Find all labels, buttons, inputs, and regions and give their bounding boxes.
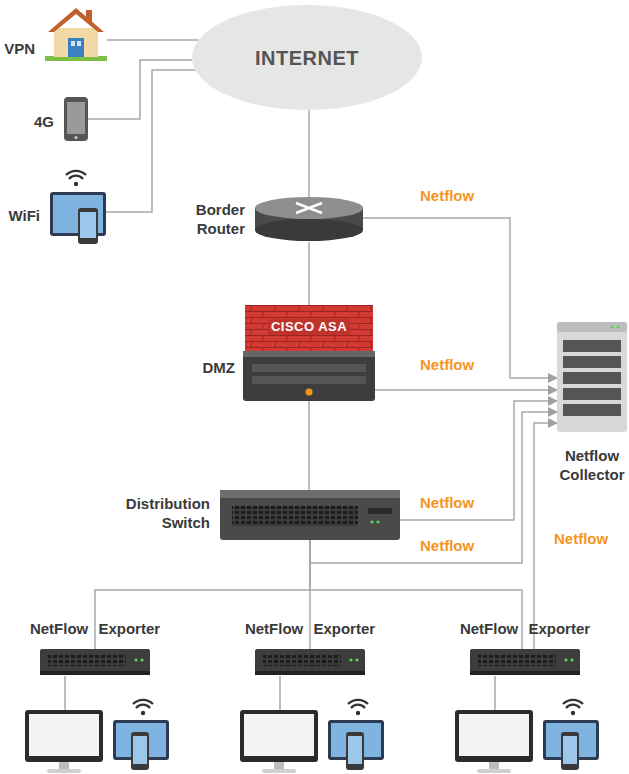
tablet-icon (50, 171, 106, 244)
connector-line (88, 60, 192, 119)
connector-line (363, 218, 557, 378)
device-label: INTERNET (192, 46, 422, 70)
server-icon (557, 322, 627, 432)
device-label: Border Router (179, 200, 245, 238)
connector-line (310, 412, 557, 563)
house-icon (45, 8, 107, 61)
phone-icon (64, 97, 88, 141)
vpn-node: VPN (45, 5, 107, 62)
firewall-node: CISCO ASADMZ (245, 305, 373, 401)
flow-label: Netflow (552, 530, 610, 548)
flow-label: Netflow (418, 356, 476, 374)
device-label: WiFi (8, 206, 40, 225)
device-label: NetFlow Exporter (245, 619, 375, 638)
device-label: VPN (4, 39, 35, 58)
device-label: NetFlow Exporter (30, 619, 160, 638)
router-icon (255, 197, 363, 241)
mobile-node: 4G (64, 97, 88, 141)
flow-label: Netflow (418, 494, 476, 512)
connector-line (107, 39, 199, 41)
switch-icon (220, 490, 400, 540)
device-label: NetFlow Exporter (460, 619, 590, 638)
firewall-icon (243, 305, 375, 401)
device-label: Netflow Collector (556, 446, 628, 484)
connector-line (308, 110, 310, 197)
internet-cloud: INTERNET (192, 5, 422, 110)
switch-node: Distribution Switch (220, 490, 400, 540)
exporter-node: NetFlow Exporter (470, 649, 580, 675)
router-node: Border Router (255, 197, 363, 242)
device-label: 4G (34, 112, 54, 131)
connector-line (106, 70, 195, 212)
device-label: Distribution Switch (110, 494, 210, 532)
connector-line (373, 389, 557, 391)
flow-label: Netflow (418, 537, 476, 555)
wifi-node: WiFi (50, 165, 106, 243)
device-label: DMZ (203, 358, 236, 377)
collector-node: Netflow Collector (557, 322, 627, 432)
exporter-node: NetFlow Exporter (40, 649, 150, 675)
connector-line (308, 401, 310, 490)
device-text: CISCO ASA (268, 319, 350, 335)
exporter-node: NetFlow Exporter (255, 649, 365, 675)
flow-label: Netflow (418, 187, 476, 205)
connector-line (308, 242, 310, 305)
